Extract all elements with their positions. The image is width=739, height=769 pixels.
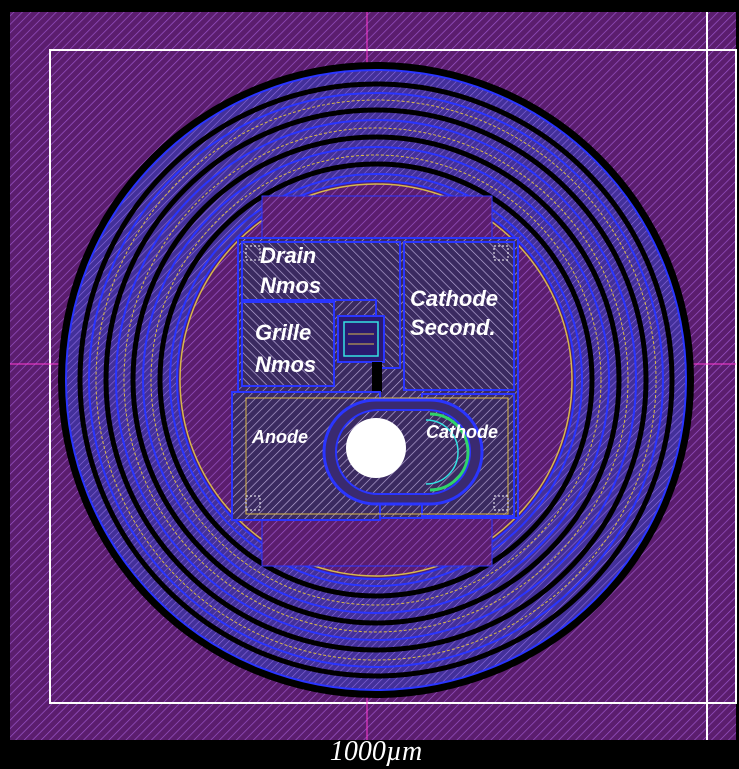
- ring-9: [142, 146, 610, 614]
- ring-7: [123, 127, 629, 633]
- ring-2: [77, 81, 675, 679]
- transistor-gate: [343, 321, 379, 357]
- photodiode: [322, 398, 484, 506]
- photodiode-window: [346, 418, 406, 478]
- scale-bar-label: 1000µm: [330, 736, 422, 767]
- transistor-body: [337, 315, 385, 363]
- corner-marker-tr: [493, 245, 509, 261]
- ring-6: [115, 119, 637, 641]
- transistor-connect: [372, 362, 382, 392]
- label-drain: Drain: [260, 243, 316, 268]
- cathode-cyan-arc: [425, 419, 459, 485]
- scale-bar-band: [10, 740, 736, 764]
- cathode-second-region: [403, 241, 515, 391]
- die-outline: [49, 49, 737, 704]
- label-cathode-second-2: Second.: [410, 315, 496, 340]
- corner-marker-br: [493, 495, 509, 511]
- grille-nmos-region: [241, 301, 335, 387]
- label-drain-nmos: Nmos: [260, 273, 321, 298]
- ring-12: [169, 173, 583, 587]
- ring-5: [103, 107, 649, 653]
- label-cathode: Cathode: [426, 422, 498, 442]
- label-anode: Anode: [251, 427, 308, 447]
- ring-10: [150, 154, 602, 606]
- corner-marker-bl: [245, 495, 261, 511]
- ring-3: [88, 92, 664, 668]
- cathode-green-arc: [429, 412, 470, 492]
- label-grille-nmos: Nmos: [255, 352, 316, 377]
- yellow-layer-box: [245, 397, 509, 515]
- ring-4: [95, 99, 657, 661]
- nmos-transistor: [337, 315, 385, 392]
- corner-marker-tl: [245, 245, 261, 261]
- label-grille: Grille: [255, 320, 311, 345]
- label-cathode-second-1: Cathode: [410, 286, 498, 311]
- ring-11: [157, 161, 595, 599]
- ring-8: [130, 134, 622, 626]
